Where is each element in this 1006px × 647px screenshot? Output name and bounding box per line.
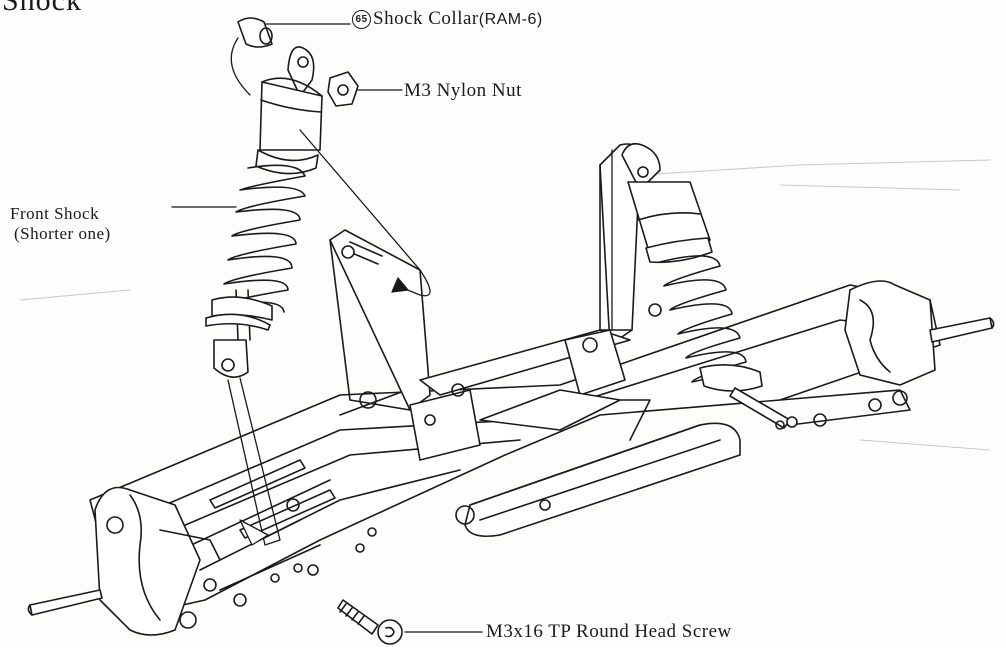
front-shock-text: Front Shock [10, 204, 100, 223]
front-shock-absorber [205, 46, 323, 378]
shock-collar-code: (RAM-6) [478, 11, 543, 28]
front-bulkhead [27, 486, 247, 636]
screw-part [307, 564, 403, 645]
tower-bolt [341, 241, 383, 265]
rear-shock-absorber [621, 142, 798, 429]
background-smudges [19, 159, 991, 451]
chassis-plate [89, 284, 941, 611]
front-shock-note: (Shorter one) [14, 223, 111, 243]
center-battery-cover [455, 422, 741, 538]
shock-collar-part [237, 17, 273, 48]
nylon-nut-label: M3 Nylon Nut [404, 80, 522, 101]
front-shock-label: Front Shock (Shorter one) [10, 204, 111, 243]
shock-collar-text: Shock Collar [373, 8, 479, 29]
nylon-nut-part [327, 71, 359, 107]
chassis-holes [270, 420, 785, 583]
screw-label: M3x16 TP Round Head Screw [486, 621, 732, 642]
page-heading: Shock [2, 0, 82, 17]
rear-bulkhead [779, 280, 995, 427]
leader-lines [171, 23, 613, 633]
center-shock-tower [329, 143, 662, 461]
part-number-badge: 65 [352, 10, 371, 29]
